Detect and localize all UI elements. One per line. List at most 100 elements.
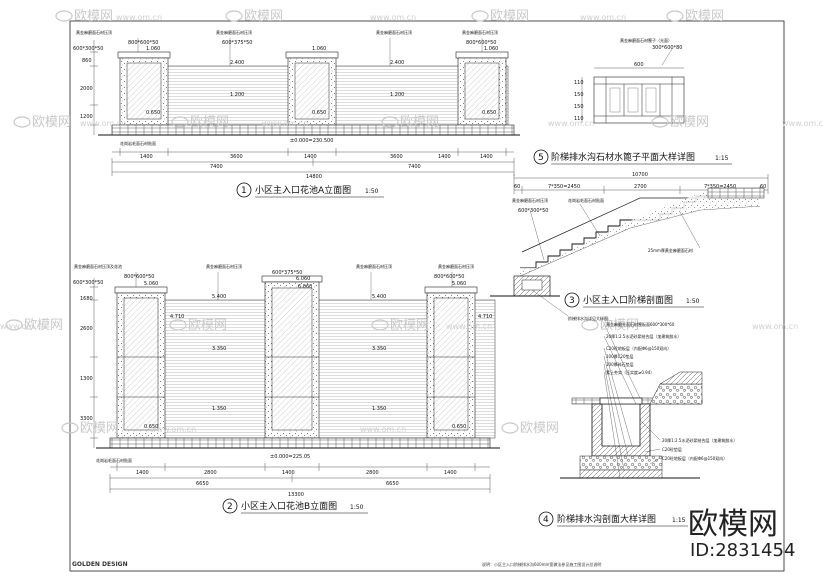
dimension-label: 7400 bbox=[408, 164, 421, 170]
level-label: 0.650 bbox=[146, 110, 160, 116]
watermark-logo: 欧模网 bbox=[244, 9, 283, 24]
watermark-logo: 欧模网 bbox=[188, 318, 227, 333]
level-label: 3.350 bbox=[372, 346, 386, 352]
elevation-b-text: 黄金麻磨面石材压顶及花池 黄金麻磨面石材压顶 黄金麻磨面石材压顶 黄金麻磨面石材… bbox=[73, 263, 492, 498]
drawing-scale: 1:50 bbox=[365, 188, 379, 195]
dimension-label: 600*375*50 bbox=[272, 270, 302, 276]
level-label: 4.710 bbox=[478, 314, 492, 320]
dimension-label: 6650 bbox=[196, 481, 209, 487]
dimension-label: 7*350=2450 bbox=[548, 184, 580, 190]
note-label: 阶梯排水沟详见大样图 bbox=[568, 315, 608, 321]
dimension-label: 2000 bbox=[80, 86, 93, 92]
watermark-logo: 欧模网 bbox=[400, 115, 439, 130]
watermark-url: www.om.cn bbox=[80, 119, 126, 128]
dimension-label: 2600 bbox=[80, 326, 93, 332]
dimension-label: 600*375*50 bbox=[222, 40, 252, 46]
pillar-left-b bbox=[114, 286, 168, 439]
note-label: 素土夯实（压实度≥0.94） bbox=[606, 369, 654, 375]
pillar-right-b bbox=[424, 286, 478, 439]
level-label: 5.400 bbox=[212, 294, 226, 300]
dimension-label: 3600 bbox=[230, 154, 243, 160]
drawing-title: 小区主入口花池B立面图 bbox=[241, 500, 337, 512]
drawing-title-1: 1 小区主入口花池A立面图 1:50 bbox=[236, 182, 384, 198]
note-label: 花岗岩毛面石材贴面 bbox=[120, 140, 156, 146]
level-label: 3.350 bbox=[212, 346, 226, 352]
dimension-label: 1400 bbox=[140, 154, 153, 160]
level-label: 1.200 bbox=[390, 92, 404, 98]
level-label: 0.650 bbox=[144, 424, 158, 430]
dimension-label: 7*350=2450 bbox=[704, 184, 736, 190]
elevation-b bbox=[90, 272, 500, 493]
dimension-label: 1300 bbox=[80, 376, 93, 382]
watermark-brand: 欧模网 bbox=[688, 507, 778, 542]
drawing-title-3: 3 小区主入口阶梯剖面图 1:50 bbox=[564, 292, 704, 308]
dimension-label: 110 bbox=[574, 80, 584, 86]
dimension-label: 1400 bbox=[282, 470, 295, 476]
dimension-label: 3600 bbox=[390, 154, 403, 160]
dimension-label: 7400 bbox=[210, 164, 223, 170]
dimension-label: 300*600*80 bbox=[652, 45, 682, 51]
stair-left bbox=[520, 219, 632, 269]
dimension-label: 150 bbox=[574, 92, 584, 98]
watermark-logo: 欧模网 bbox=[390, 318, 429, 333]
note-label: 黄金麻磨面石材压顶 bbox=[512, 197, 548, 203]
level-label: 1.060 bbox=[146, 46, 160, 52]
drawing-number: 4 bbox=[543, 515, 549, 525]
note-label: C20砼地板层（内配Φ6@150双向） bbox=[662, 455, 727, 461]
note-label: 黄金麻磨面石材压顶及花池 bbox=[74, 263, 122, 269]
note-label: C20砼垫层 bbox=[662, 446, 682, 452]
level-label: 6.060 bbox=[298, 284, 312, 290]
dimension-label: 600*300*50 bbox=[73, 280, 103, 286]
watermark-logo: 欧模网 bbox=[490, 9, 529, 24]
drawing-scale: 1:50 bbox=[350, 504, 364, 511]
dimension-label: 3300 bbox=[80, 416, 93, 422]
watermark-url: www.om.cn bbox=[0, 322, 46, 331]
watermark-url: www.om.cn bbox=[150, 425, 196, 434]
note-label: 花岗岩毛面石材贴面 bbox=[96, 457, 132, 463]
drawing-number: 2 bbox=[227, 502, 233, 512]
dimension-label: 800*600*50 bbox=[128, 40, 158, 46]
watermark-logo: 欧模网 bbox=[670, 115, 709, 130]
drawing-title: 阶梯排水沟石材水篦子平面大样详图 bbox=[551, 151, 695, 163]
dimension-label: 14800 bbox=[306, 174, 322, 180]
drawing-title: 小区主入口阶梯剖面图 bbox=[583, 294, 673, 306]
level-label: 4.710 bbox=[170, 314, 184, 320]
level-label: 6.060 bbox=[296, 276, 310, 282]
dimension-label: 2700 bbox=[634, 184, 647, 190]
watermark-url: www.om.cn bbox=[752, 322, 798, 331]
watermarks: 欧模网 欧模网 欧模网 欧模网 www.om.cn www.om.cn www.… bbox=[0, 9, 823, 436]
watermark-logo: 欧模网 bbox=[24, 318, 63, 333]
dimension-label: 860 bbox=[82, 58, 92, 64]
level-label: 5.400 bbox=[372, 294, 386, 300]
watermark-url: www.om.cn bbox=[782, 119, 823, 128]
footer-brand: GOLDEN DESIGN bbox=[72, 561, 128, 568]
level-label: 5.060 bbox=[452, 281, 466, 287]
dimension-label: 600*300*50 bbox=[73, 46, 103, 52]
dimension-label: 600*300*50 bbox=[518, 208, 548, 214]
dimension-label: 60 bbox=[514, 184, 520, 190]
watermark-logo: 欧模网 bbox=[74, 9, 113, 24]
drawing-number: 1 bbox=[241, 186, 247, 196]
dimension-label: 110 bbox=[574, 116, 584, 122]
stair-section bbox=[490, 174, 769, 317]
watermark-url: www.om.cn bbox=[548, 119, 594, 128]
watermark-logo: 欧模网 bbox=[32, 115, 71, 130]
level-label: 1.350 bbox=[372, 406, 386, 412]
base-level-label: ±0.000=225.05 bbox=[270, 454, 310, 460]
note-label: 黄金麻磨面石材压顶 bbox=[216, 29, 252, 35]
note-label: 黄金麻磨面石材压顶 bbox=[438, 263, 474, 269]
pillar-mid-b bbox=[261, 275, 323, 439]
watermark-id: ID:2831454 bbox=[690, 540, 795, 561]
sheet-border bbox=[69, 20, 785, 572]
note-label: 花岗岩毛面石材贴面 bbox=[568, 197, 604, 203]
dimension-label: 1680 bbox=[80, 296, 93, 302]
dimension-label: 800*600*50 bbox=[466, 40, 496, 46]
dimension-label: 150 bbox=[574, 104, 584, 110]
watermark-url: www.om.cn bbox=[370, 13, 416, 22]
dimension-label: 2800 bbox=[204, 470, 217, 476]
dimension-label: 60 bbox=[760, 184, 766, 190]
dimension-label: 6650 bbox=[386, 481, 399, 487]
watermark-url: www.om.cn bbox=[360, 425, 406, 434]
